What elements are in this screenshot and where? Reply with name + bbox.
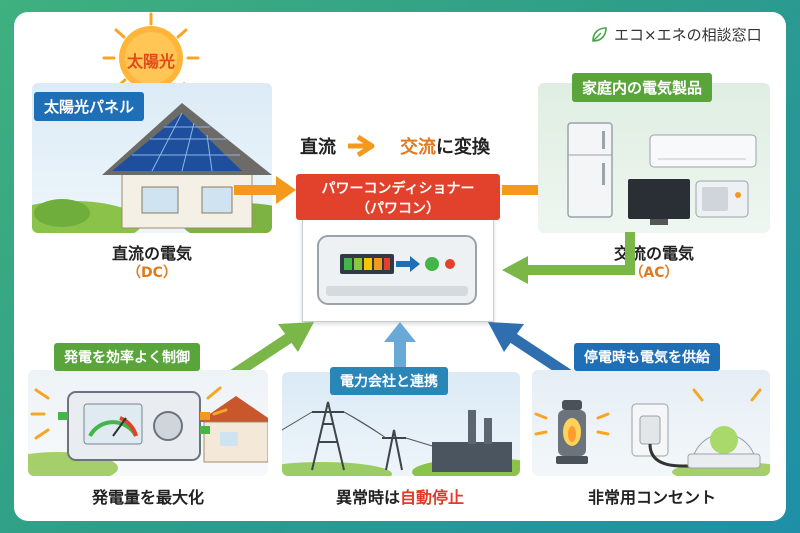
return-arrow bbox=[502, 232, 635, 284]
grid-caption-prefix: 異常時は bbox=[335, 488, 400, 507]
backup-caption: 非常用コンセント bbox=[587, 488, 716, 507]
backup-panel bbox=[532, 370, 770, 476]
backup-illustration bbox=[534, 388, 770, 476]
solar-panel-label: 太陽光パネル bbox=[34, 92, 145, 121]
appliances-sub: （AC） bbox=[629, 265, 679, 281]
brand: エコ×エネの相談窓口 bbox=[590, 24, 762, 45]
appliances-panel bbox=[538, 83, 770, 233]
brand-name: エコ×エネの相談窓口 bbox=[614, 26, 762, 44]
grid-illustration bbox=[282, 401, 520, 476]
solar-caption: 直流の電気 bbox=[111, 244, 192, 263]
control-caption: 発電量を最大化 bbox=[91, 488, 204, 507]
control-label: 発電を効率よく制御 bbox=[54, 343, 200, 371]
arrow-to-inverter bbox=[234, 176, 296, 204]
control-panel bbox=[28, 370, 268, 476]
inverter-title-line2: （パワコン） bbox=[356, 201, 440, 217]
arrow-grid-to-inverter bbox=[384, 322, 416, 372]
grid-label: 電力会社と連携 bbox=[330, 367, 448, 395]
conversion-text: 直流 交流 に変換 bbox=[300, 133, 490, 159]
grid-caption: 異常時は自動停止 bbox=[300, 484, 500, 508]
dc-text: 直流 bbox=[300, 137, 336, 158]
inverter-title: パワーコンディショナー （パワコン） bbox=[296, 174, 500, 220]
appliances-label: 家庭内の電気製品 bbox=[572, 73, 713, 102]
solar-sub: （DC） bbox=[127, 265, 177, 281]
leaf-icon bbox=[592, 26, 607, 42]
solar-house-illustration bbox=[32, 103, 272, 233]
inverter-title-line1: パワーコンディショナー bbox=[321, 181, 475, 197]
control-illustration bbox=[28, 386, 268, 476]
sun-label: 太陽光 bbox=[126, 52, 175, 71]
conversion-arrow-icon bbox=[348, 135, 375, 157]
convert-suffix: に変換 bbox=[436, 137, 490, 158]
inverter-device bbox=[317, 235, 477, 305]
backup-label: 停電時も電気を供給 bbox=[574, 343, 720, 371]
grid-caption-highlight: 自動停止 bbox=[400, 488, 465, 507]
ac-text: 交流 bbox=[400, 137, 436, 158]
appliances-illustration bbox=[567, 122, 757, 225]
solar-house-panel bbox=[32, 83, 272, 233]
